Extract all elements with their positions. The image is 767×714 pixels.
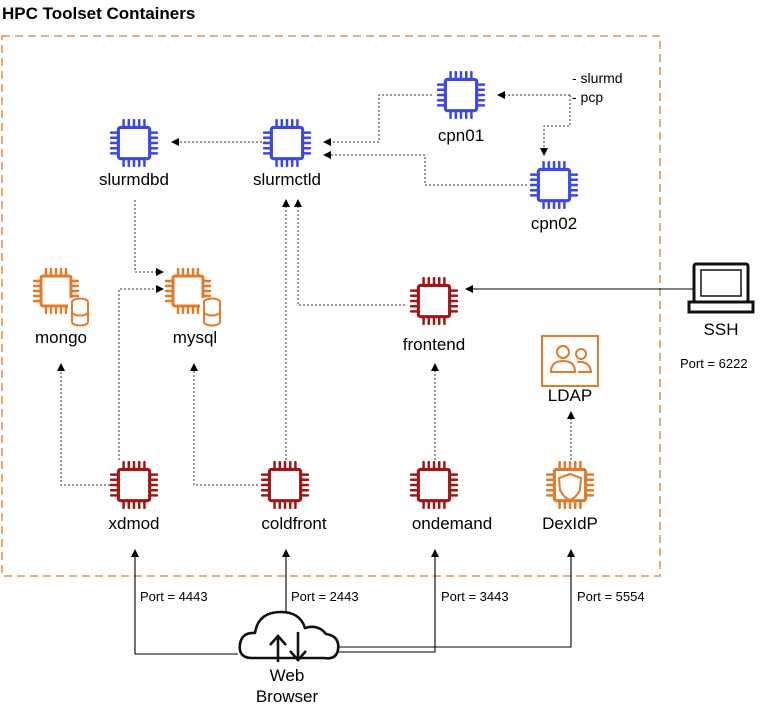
- ondemand-label: ondemand: [411, 514, 493, 533]
- slurmdbd-label: slurmdbd: [99, 170, 169, 189]
- note-slurmd: - slurmd: [572, 70, 623, 86]
- frontend-chip-icon[interactable]: [409, 276, 459, 326]
- slurmctld-label: slurmctld: [252, 170, 321, 189]
- ondemand-port-label: Port = 3443: [441, 589, 509, 604]
- ssh-terminal-icon[interactable]: [687, 262, 755, 314]
- dexidp-shield-chip-icon[interactable]: [545, 460, 595, 510]
- ldap-label: LDAP: [547, 386, 593, 405]
- ssh-port-label: Port = 6222: [680, 356, 748, 371]
- mysql-database-chip-icon[interactable]: [164, 267, 224, 328]
- cpn02-chip-icon[interactable]: [529, 160, 579, 210]
- mongo-database-chip-icon[interactable]: [32, 267, 92, 328]
- slurmctld-chip-icon[interactable]: [262, 118, 312, 168]
- web-label-line1: Web: [269, 666, 305, 685]
- cpn02-label: cpn02: [530, 214, 578, 233]
- container-boundary: [1, 35, 661, 577]
- mysql-label: mysql: [172, 328, 218, 347]
- coldfront-label: coldfront: [261, 514, 327, 533]
- cpn01-chip-icon[interactable]: [436, 70, 486, 120]
- dexidp-port-label: Port = 5554: [577, 589, 645, 604]
- ssh-label: SSH: [703, 320, 739, 339]
- xdmod-port-label: Port = 4443: [140, 589, 208, 604]
- mongo-label: mongo: [35, 328, 87, 347]
- xdmod-chip-icon[interactable]: [109, 460, 159, 510]
- frontend-label: frontend: [402, 335, 466, 354]
- web-browser-cloud-icon[interactable]: [238, 610, 340, 662]
- web-label-line2: Browser: [255, 687, 319, 706]
- coldfront-chip-icon[interactable]: [260, 460, 310, 510]
- coldfront-port-label: Port = 2443: [291, 589, 359, 604]
- ondemand-chip-icon[interactable]: [409, 460, 459, 510]
- ldap-users-icon[interactable]: [541, 335, 599, 387]
- internal-connectors: [57, 91, 575, 486]
- diagram-title: HPC Toolset Containers: [2, 4, 196, 23]
- note-pcp: - pcp: [572, 89, 604, 105]
- dexidp-label: DexIdP: [542, 514, 598, 533]
- cpn01-label: cpn01: [437, 126, 485, 145]
- xdmod-label: xdmod: [108, 514, 160, 533]
- slurmdbd-chip-icon[interactable]: [109, 118, 159, 168]
